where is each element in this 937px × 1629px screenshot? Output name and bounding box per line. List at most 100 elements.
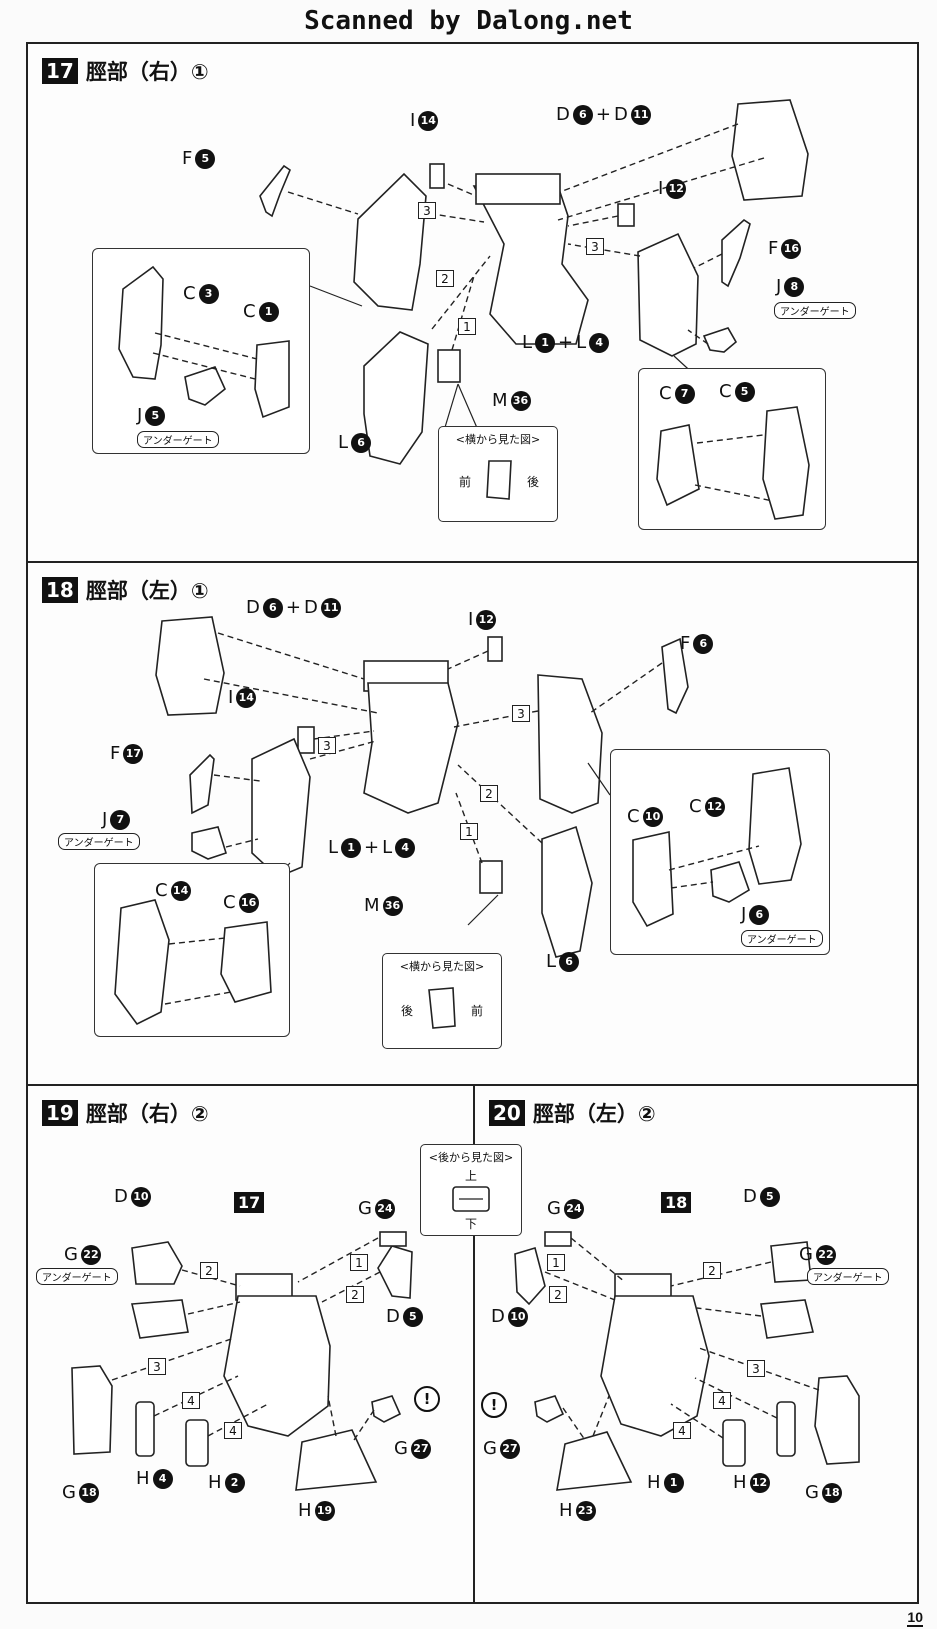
side-view-title: <横から見た図>: [455, 433, 541, 446]
inset-detail-left: C 3 C 1 J 5 アンダーゲート: [92, 248, 310, 454]
label-H12: H 12: [733, 1472, 770, 1493]
part-number: 14: [236, 687, 257, 708]
back-label: 後: [527, 475, 540, 489]
part-number: 19: [314, 1500, 335, 1521]
part-number: 14: [170, 880, 191, 901]
part-G18: [71, 1365, 113, 1455]
part-letter: D: [743, 1186, 757, 1207]
part-letter: G: [799, 1244, 813, 1265]
part-number: 3: [198, 283, 219, 304]
step-18-diagram: [155, 616, 689, 958]
order-3: 3: [318, 737, 336, 754]
label-I12: I 12: [468, 609, 497, 630]
caution-icon: !: [414, 1386, 440, 1412]
part-letter: J: [776, 276, 782, 297]
part-number: 8: [784, 276, 805, 297]
part-number: 1: [341, 837, 362, 858]
part-F16: [721, 218, 751, 288]
front-label: 前: [471, 1004, 484, 1018]
part-number: 5: [402, 1306, 423, 1327]
part-letter: C: [155, 880, 168, 901]
order-2: 2: [346, 1286, 364, 1303]
part-J7: [191, 826, 227, 860]
order-3: 3: [512, 705, 530, 722]
part-number: 4: [395, 837, 416, 858]
label-D6-D11: D 6 + D 11: [556, 104, 651, 125]
under-gate-badge: アンダーゲート: [774, 302, 856, 319]
part-number: 1: [535, 332, 556, 353]
step-number: 17: [42, 58, 78, 84]
part-H2: [185, 1419, 209, 1467]
step-19-diagram: [71, 1231, 413, 1491]
label-D10: D 10: [491, 1306, 528, 1327]
under-gate-badge: アンダーゲート: [741, 930, 823, 947]
part-number: 12: [476, 609, 497, 630]
part-D6-D11: [155, 616, 225, 716]
part-letter: I: [658, 178, 664, 199]
part-number: 5: [195, 148, 216, 169]
step-number: 18: [42, 577, 78, 603]
part-armor-left: [353, 172, 427, 311]
part-letter: H: [647, 1472, 661, 1493]
label-G24: G 24: [547, 1198, 584, 1219]
order-3: 3: [148, 1358, 166, 1375]
label-C16: C 16: [223, 892, 259, 913]
label-J5: J 5: [137, 405, 166, 426]
label-F5: F 5: [182, 148, 216, 169]
label-D10: D 10: [114, 1186, 151, 1207]
part-number: 5: [734, 381, 755, 402]
part-number: 6: [693, 633, 714, 654]
part-letter: I: [468, 609, 474, 630]
label-H2: H 2: [208, 1472, 245, 1493]
step-18-heading: 18 脛部（左）①: [42, 575, 209, 605]
label-J6: J 6: [741, 904, 770, 925]
part-H4: [135, 1401, 155, 1457]
part-letter: G: [483, 1438, 497, 1459]
part-letter: F: [680, 633, 691, 654]
label-H19: H 19: [298, 1500, 335, 1521]
part-letter: D: [491, 1306, 505, 1327]
label-H1: H 1: [647, 1472, 684, 1493]
label-G18: G 18: [805, 1482, 842, 1503]
part-letter: J: [137, 405, 143, 426]
part-number: 6: [262, 597, 283, 618]
part-number: 11: [630, 104, 651, 125]
part-number: 11: [320, 597, 341, 618]
part-letter: J: [102, 809, 108, 830]
label-M36: M 36: [364, 895, 403, 916]
order-1: 1: [350, 1254, 368, 1271]
order-2: 2: [436, 270, 454, 287]
scan-credit: Scanned by Dalong.net: [304, 6, 633, 36]
part-letter: G: [64, 1244, 78, 1265]
part-letter: L: [382, 837, 393, 858]
step-20-heading: 20 脛部（左）②: [489, 1098, 656, 1128]
step-number: 20: [489, 1100, 525, 1126]
front-label: 前: [459, 475, 472, 489]
label-G24: G 24: [358, 1198, 395, 1219]
part-L1-L4: [363, 682, 459, 814]
ref-step-18: 18: [661, 1192, 692, 1213]
order-2: 2: [480, 785, 498, 802]
step-title: 脛部（左）①: [85, 579, 209, 603]
part-number: 10: [642, 806, 663, 827]
order-1: 1: [460, 823, 478, 840]
label-L1-L4: L 1 + L 4: [522, 332, 610, 353]
page-number: 10: [907, 1609, 923, 1627]
label-H4: H 4: [136, 1468, 173, 1489]
part-letter: G: [394, 1438, 408, 1459]
label-G27: G 27: [483, 1438, 520, 1459]
part-G22: [760, 1299, 814, 1339]
part-F5: [259, 164, 291, 218]
part-number: 14: [418, 110, 439, 131]
part-M36: [479, 860, 503, 894]
part-L6: [541, 825, 593, 958]
part-H23: [556, 1431, 633, 1491]
part-letter: D: [114, 1186, 128, 1207]
part-armor-left: [251, 737, 311, 878]
part-letter: L: [522, 332, 533, 353]
part-M36: [437, 349, 461, 383]
part-number: 6: [351, 432, 372, 453]
part-letter: G: [805, 1482, 819, 1503]
part-number: 12: [666, 178, 687, 199]
part-letter: C: [243, 301, 256, 322]
